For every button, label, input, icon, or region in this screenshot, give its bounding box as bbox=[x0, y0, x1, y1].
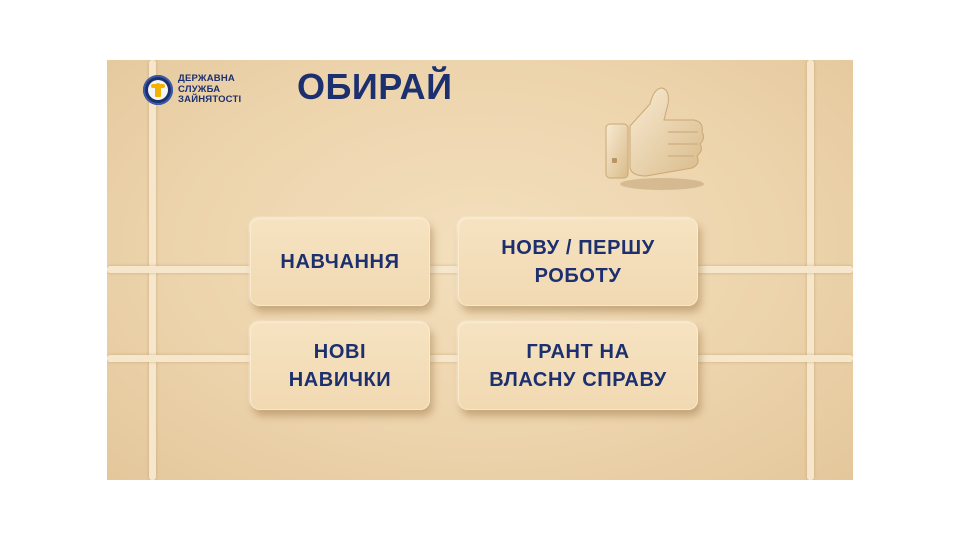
option-education[interactable]: НАВЧАННЯ bbox=[250, 218, 430, 306]
option-label: НОВУ / ПЕРШУ РОБОТУ bbox=[501, 237, 655, 287]
option-label: ГРАНТ НА ВЛАСНУ СПРАВУ bbox=[489, 341, 667, 391]
option-label: НОВІ НАВИЧКИ bbox=[288, 341, 392, 391]
option-business-grant[interactable]: ГРАНТ НА ВЛАСНУ СПРАВУ bbox=[458, 322, 698, 410]
employment-service-emblem bbox=[143, 74, 173, 105]
thumbs-up-icon bbox=[605, 87, 705, 190]
page-title: ОБИРАЙ bbox=[297, 66, 453, 107]
option-new-skills[interactable]: НОВІ НАВИЧКИ bbox=[250, 322, 430, 410]
employment-service-logo: ДЕРЖАВНА СЛУЖБА ЗАЙНЯТОСТІ bbox=[143, 73, 242, 106]
option-new-job[interactable]: НОВУ / ПЕРШУ РОБОТУ bbox=[458, 218, 698, 306]
option-label: НАВЧАННЯ bbox=[280, 251, 400, 273]
logo-text: ДЕРЖАВНА СЛУЖБА ЗАЙНЯТОСТІ bbox=[178, 73, 242, 105]
